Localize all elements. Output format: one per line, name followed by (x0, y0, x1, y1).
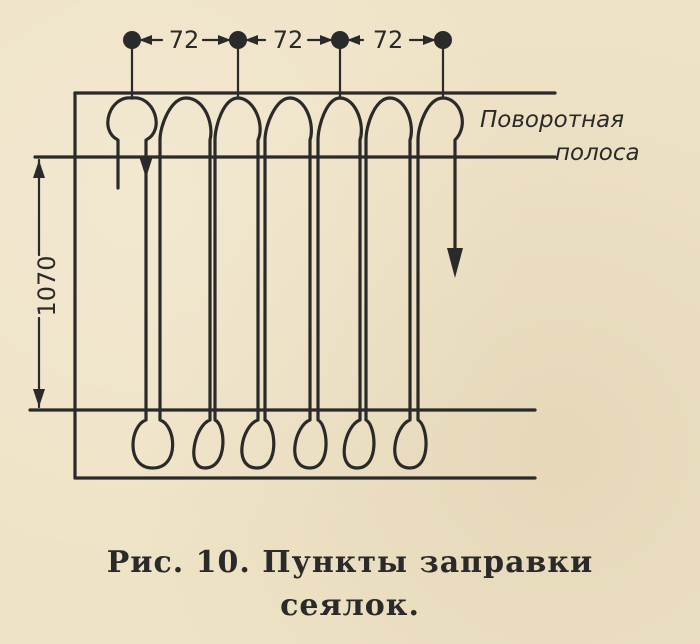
direction-arrow-start (139, 156, 153, 178)
spacing-label-2: 72 (273, 26, 304, 54)
spacing-arrow-3-left (347, 35, 360, 45)
figure-caption-line2: сеялок. (280, 588, 420, 623)
spacing-arrow-1-right (218, 35, 231, 45)
spacing-arrow-2-left (245, 35, 258, 45)
turning-strip-label-line1: Поворотная (480, 107, 624, 133)
spacing-arrow-1-left (139, 35, 152, 45)
figure-caption-line1: Рис. 10. Пункты заправки (106, 545, 594, 580)
spacing-arrow-2-right (320, 35, 333, 45)
spacing-label-1: 72 (169, 26, 200, 54)
height-dimension-label: 1070 (33, 255, 61, 316)
turning-strip-label-line2: полоса (555, 140, 640, 166)
spacing-arrow-3-right (423, 35, 436, 45)
height-arrow-up (33, 160, 45, 178)
height-arrow-down (33, 389, 45, 407)
spacing-label-3: 72 (373, 26, 404, 54)
serpentine-route (106, 96, 464, 470)
direction-arrow-end (447, 248, 463, 278)
